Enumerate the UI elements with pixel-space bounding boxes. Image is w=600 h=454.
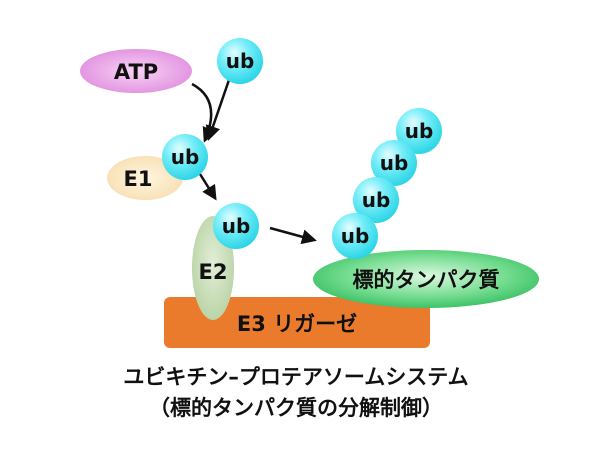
arrow-free-ub-to-e1 — [205, 76, 232, 141]
ubiquitin-sphere — [371, 140, 417, 186]
ubiquitin-sphere — [332, 213, 378, 259]
arrow-e2-to-target — [269, 226, 317, 245]
atp-shape — [80, 49, 192, 93]
e1-enzyme-shape — [107, 156, 183, 200]
caption: ユビキチン–プロテアソームシステム （標的タンパク質の分解制御） — [123, 365, 468, 420]
atp-label: ATP — [114, 60, 158, 84]
e1-enzyme-label: E1 — [124, 167, 153, 191]
target-protein: 標的タンパク質 — [313, 250, 539, 308]
ubiquitin-on-e1: ub — [162, 134, 208, 180]
ubiquitin-label: ub — [405, 119, 434, 143]
ubiquitin-free: ub — [217, 38, 263, 84]
polyubiquitin-chain: ub ub ub ub — [332, 108, 442, 259]
caption-title: ユビキチン–プロテアソームシステム — [123, 365, 468, 389]
ubiquitin-label: ub — [171, 145, 200, 169]
target-protein-label: 標的タンパク質 — [353, 268, 500, 292]
target-protein-shape — [313, 250, 539, 308]
ubiquitin-sphere — [213, 203, 259, 249]
ubiquitin-label: ub — [341, 224, 370, 248]
atp-molecule: ATP — [80, 49, 192, 93]
ubiquitin-sphere — [353, 177, 399, 223]
arrow-atp-to-e1 — [191, 82, 217, 143]
ubiquitin-on-e2: ub — [213, 203, 259, 249]
arrow-e1-to-e2 — [198, 173, 217, 201]
e1-enzyme: E1 — [107, 156, 183, 200]
e3-ligase-label: E3 リガーゼ — [237, 312, 357, 336]
ubiquitin-label: ub — [222, 214, 251, 238]
ubiquitin-sphere — [396, 108, 442, 154]
ubiquitin-label: ub — [226, 49, 255, 73]
ubiquitin-label: ub — [380, 151, 409, 175]
ubiquitin-sphere — [162, 134, 208, 180]
ubiquitin-label: ub — [362, 188, 391, 212]
ubiquitin-sphere — [217, 38, 263, 84]
e3-ligase: E3 リガーゼ — [164, 297, 430, 348]
e2-enzyme-label: E2 — [199, 260, 228, 284]
caption-subtitle: （標的タンパク質の分解制御） — [149, 396, 443, 420]
e3-ligase-shape — [164, 297, 430, 348]
arrows — [191, 76, 317, 245]
